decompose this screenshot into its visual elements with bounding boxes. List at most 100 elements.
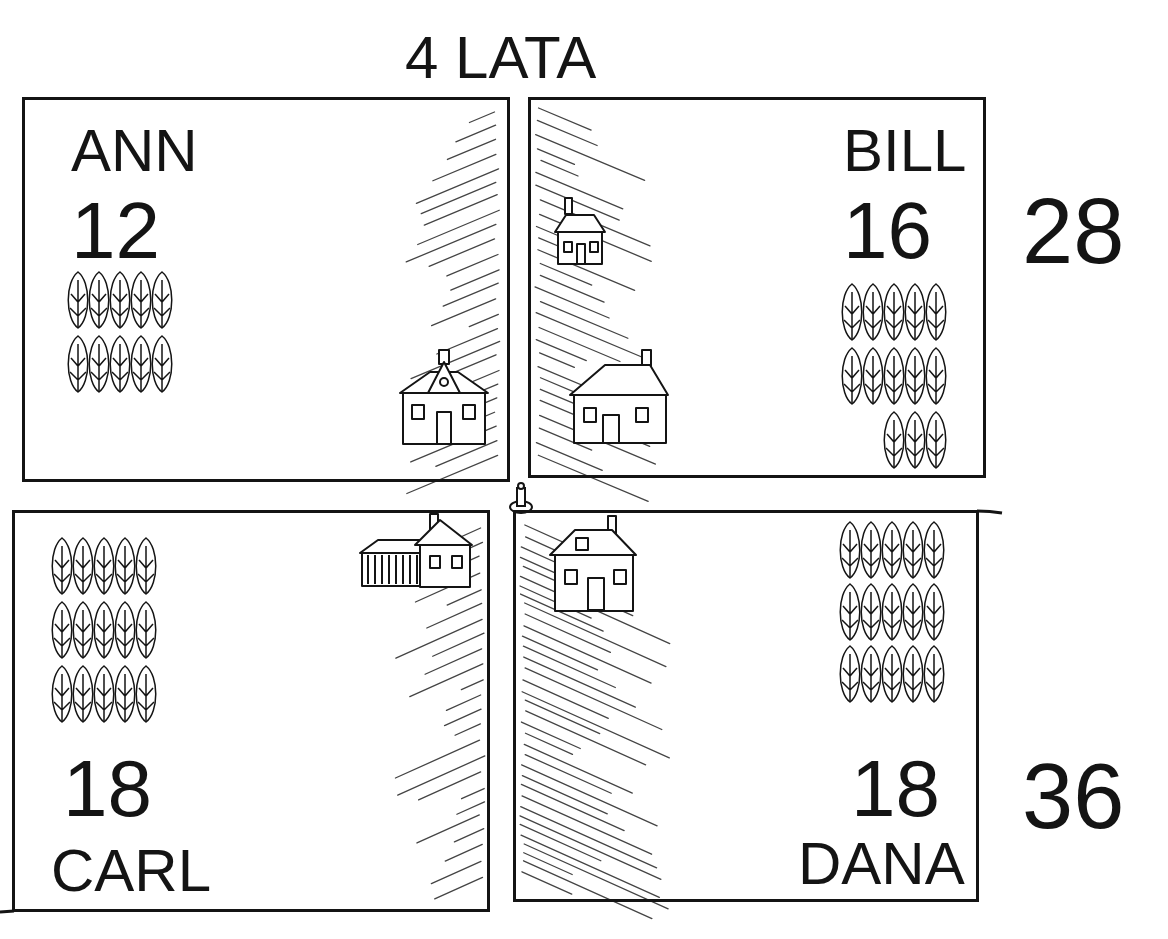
tree-crown: [840, 522, 860, 578]
tree-branches: [117, 674, 133, 722]
land-plot: 18DANA: [513, 510, 979, 902]
plot-slot: 16: [843, 191, 932, 271]
hatch-stroke: [523, 646, 615, 687]
hatch-stroke: [433, 154, 496, 180]
house-window: [584, 408, 596, 422]
hatch-stroke: [539, 328, 620, 362]
tree-branches: [133, 344, 149, 392]
tree-branches: [865, 292, 881, 340]
tree-symbol: [52, 602, 72, 658]
house-body: [574, 395, 666, 443]
house-body: [403, 392, 485, 444]
tree-crown: [903, 584, 923, 640]
tree-symbol: [131, 272, 151, 328]
tree-branches: [863, 530, 879, 578]
house-door: [603, 415, 619, 443]
tree-crown: [136, 538, 156, 594]
owner-name: BILL: [843, 121, 966, 181]
tree-branches: [844, 292, 860, 340]
hatch-stroke: [419, 772, 481, 800]
hatch-stroke: [522, 636, 597, 670]
tree-symbol: [110, 272, 130, 328]
tree-branches: [133, 280, 149, 328]
tree-symbol: [861, 522, 881, 578]
tree-crown: [73, 538, 93, 594]
tree-symbol: [52, 538, 72, 594]
tree-symbol: [840, 584, 860, 640]
tree-crown: [136, 666, 156, 722]
tree-symbol: [152, 336, 172, 392]
hatch-stroke: [427, 603, 482, 628]
tree-crown: [110, 336, 130, 392]
plot-slot: 18: [63, 749, 152, 829]
tree-branches: [112, 344, 128, 392]
tree-branches: [884, 654, 900, 702]
tree-crown: [94, 602, 114, 658]
hatch-stroke: [536, 313, 647, 360]
tree-branches: [70, 344, 86, 392]
tree-symbol: [882, 646, 902, 702]
tree-branches: [842, 530, 858, 578]
tree-crown: [882, 646, 902, 702]
tree-branches: [928, 356, 944, 404]
hatch-stroke: [421, 182, 496, 213]
tree-symbol: [926, 412, 946, 468]
tree-branches: [54, 610, 70, 658]
hatch-stroke: [525, 614, 610, 652]
tree-crown: [94, 666, 114, 722]
plot-slot: BILL: [843, 121, 966, 181]
barn-slat: [416, 555, 418, 584]
hatch-stroke: [524, 744, 632, 793]
tree-symbol: [926, 284, 946, 340]
hatch-stroke: [538, 455, 648, 501]
hatch-stroke: [522, 776, 607, 814]
tree-symbol: [842, 348, 862, 404]
tree-crown: [115, 538, 135, 594]
tree-crown: [842, 348, 862, 404]
tree-crown: [68, 272, 88, 328]
tree-crown: [884, 412, 904, 468]
tree-crown: [924, 584, 944, 640]
tree-symbol: [840, 646, 860, 702]
hatch-stroke: [469, 314, 498, 326]
hatch-stroke: [461, 680, 483, 690]
tree-crown: [905, 412, 925, 468]
barn-slat: [381, 555, 383, 584]
plot-size: 16: [843, 191, 932, 271]
hatch-stroke: [536, 443, 602, 471]
tree-symbol: [924, 522, 944, 578]
tree-crown: [924, 646, 944, 702]
house-window: [463, 405, 475, 419]
tree-crown: [52, 602, 72, 658]
tree-symbol: [152, 272, 172, 328]
hatch-stroke: [447, 255, 498, 276]
farm-house: [570, 350, 668, 443]
tree-crown: [861, 522, 881, 578]
tree-branches: [154, 344, 170, 392]
tree-symbol: [842, 284, 862, 340]
plot-slot: ANN: [71, 121, 198, 181]
tree-symbol: [884, 348, 904, 404]
hatch-stroke: [456, 125, 496, 142]
tree-branches: [905, 530, 921, 578]
hatch-stroke: [410, 664, 483, 697]
house-roof: [570, 365, 668, 395]
row-sum: 36: [1022, 750, 1124, 842]
tree-branches: [907, 356, 923, 404]
plot-slot: DANA: [798, 834, 965, 894]
house-window: [614, 570, 626, 584]
hatch-stroke: [521, 835, 659, 897]
tree-crown: [52, 666, 72, 722]
barn-slat: [367, 555, 369, 584]
tree-symbol: [68, 272, 88, 328]
hatch-stroke: [462, 789, 485, 799]
hatch-stroke: [523, 680, 608, 718]
map-title: 4 LATA: [405, 28, 596, 88]
barn-slat: [374, 555, 376, 584]
tree-branches: [844, 356, 860, 404]
tree-branches: [886, 356, 902, 404]
house-window: [430, 556, 440, 568]
tree-branches: [54, 546, 70, 594]
road-edge: [0, 511, 1002, 912]
